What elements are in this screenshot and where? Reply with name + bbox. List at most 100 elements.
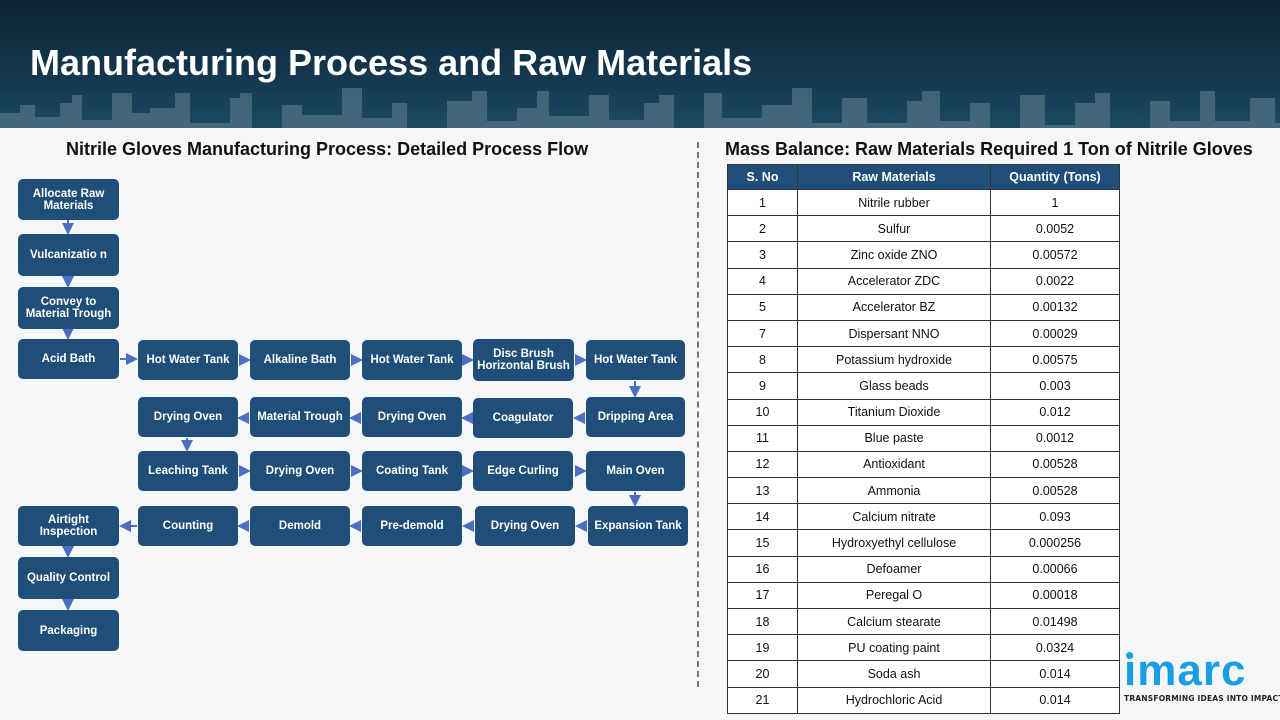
section-divider	[697, 142, 699, 687]
cell-quantity: 0.00066	[990, 555, 1120, 583]
step-expansion-tank: Expansion Tank	[588, 506, 688, 546]
cell-sno: 12	[727, 450, 798, 479]
logo-dot	[1126, 652, 1133, 659]
cell-quantity: 0.01498	[990, 607, 1120, 636]
step-dripping-area: Dripping Area	[586, 397, 685, 437]
cell-material: Antioxidant	[797, 450, 991, 479]
cell-material: Nitrile rubber	[797, 188, 991, 217]
col-quantity: Quantity (Tons)	[990, 164, 1120, 190]
table-header-row: S. No Raw Materials Quantity (Tons)	[727, 164, 1120, 190]
cell-sno: 2	[727, 215, 798, 243]
cell-quantity: 0.00572	[990, 241, 1120, 269]
cell-sno: 17	[727, 581, 798, 610]
step-packaging: Packaging	[18, 610, 119, 651]
cell-material: Calcium nitrate	[797, 503, 991, 531]
step-airtight-inspection: Airtight Inspection	[18, 506, 119, 546]
cell-quantity: 0.00029	[990, 319, 1120, 348]
step-allocate-raw-materials: Allocate Raw Materials	[18, 179, 119, 220]
cell-quantity: 0.00018	[990, 581, 1120, 610]
step-coating-tank: Coating Tank	[362, 451, 462, 491]
step-alkaline-bath: Alkaline Bath	[250, 340, 350, 380]
cell-material: Soda ash	[797, 660, 991, 688]
step-drying-oven: Drying Oven	[362, 397, 462, 437]
cell-sno: 13	[727, 477, 798, 505]
cell-material: Calcium stearate	[797, 607, 991, 636]
cell-sno: 1	[727, 188, 798, 217]
cell-material: PU coating paint	[797, 634, 991, 662]
cell-sno: 16	[727, 555, 798, 583]
step-material-trough: Material Trough	[250, 397, 350, 437]
header-banner: Manufacturing Process and Raw Materials	[0, 0, 1280, 128]
step-drying-oven: Drying Oven	[250, 451, 350, 491]
cell-sno: 9	[727, 372, 798, 400]
col-raw-materials: Raw Materials	[797, 164, 991, 190]
step-acid-bath: Acid Bath	[18, 339, 119, 379]
step-hot-water-tank: Hot Water Tank	[586, 340, 685, 380]
cell-material: Sulfur	[797, 215, 991, 243]
cell-material: Hydroxyethyl cellulose	[797, 529, 991, 557]
page-title: Manufacturing Process and Raw Materials	[30, 42, 753, 83]
cell-material: Dispersant NNO	[797, 319, 991, 348]
cell-sno: 4	[727, 267, 798, 295]
cell-sno: 21	[727, 686, 798, 714]
step-demold: Demold	[250, 506, 350, 546]
cell-material: Glass beads	[797, 372, 991, 400]
cell-material: Blue paste	[797, 424, 991, 452]
cell-material: Ammonia	[797, 477, 991, 505]
logo-word: imarc	[1124, 646, 1247, 695]
flow-title: Nitrile Gloves Manufacturing Process: De…	[66, 139, 589, 159]
step-counting: Counting	[138, 506, 238, 546]
table-title: Mass Balance: Raw Materials Required 1 T…	[725, 139, 1253, 159]
cell-sno: 19	[727, 634, 798, 662]
cell-sno: 11	[727, 424, 798, 452]
cell-quantity: 0.000256	[990, 529, 1120, 557]
step-convey-to-material-trough: Convey to Material Trough	[18, 287, 119, 329]
cell-sno: 20	[727, 660, 798, 688]
city-skyline-graphic	[0, 88, 1280, 128]
step-vulcanization: Vulcanizatio n	[18, 234, 119, 276]
cell-material: Accelerator ZDC	[797, 267, 991, 295]
cell-quantity: 0.093	[990, 503, 1120, 531]
cell-sno: 8	[727, 346, 798, 374]
step-quality-control: Quality Control	[18, 557, 119, 599]
cell-quantity: 0.00132	[990, 293, 1120, 321]
cell-quantity: 0.0052	[990, 215, 1120, 243]
cell-quantity: 0.0324	[990, 634, 1120, 662]
cell-material: Titanium Dioxide	[797, 398, 991, 426]
step-leaching-tank: Leaching Tank	[138, 451, 238, 491]
step-main-oven: Main Oven	[586, 451, 685, 491]
cell-sno: 10	[727, 398, 798, 426]
cell-sno: 15	[727, 529, 798, 557]
cell-quantity: 0.014	[990, 660, 1120, 688]
imarc-logo: imarc TRANSFORMING IDEAS INTO IMPACT	[1124, 646, 1280, 704]
cell-quantity: 0.00528	[990, 450, 1120, 479]
cell-material: Hydrochloric Acid	[797, 686, 991, 714]
cell-sno: 3	[727, 241, 798, 269]
cell-quantity: 0.00575	[990, 346, 1120, 374]
step-drying-oven: Drying Oven	[138, 397, 238, 437]
step-coagulator: Coagulator	[473, 398, 573, 438]
cell-quantity: 0.012	[990, 398, 1120, 426]
logo-tagline: TRANSFORMING IDEAS INTO IMPACT	[1124, 694, 1280, 703]
step-hot-water-tank: Hot Water Tank	[362, 340, 462, 380]
step-drying-oven: Drying Oven	[475, 506, 575, 546]
step-edge-curling: Edge Curling	[473, 451, 573, 491]
cell-material: Peregal O	[797, 581, 991, 610]
cell-quantity: 1	[990, 188, 1120, 217]
